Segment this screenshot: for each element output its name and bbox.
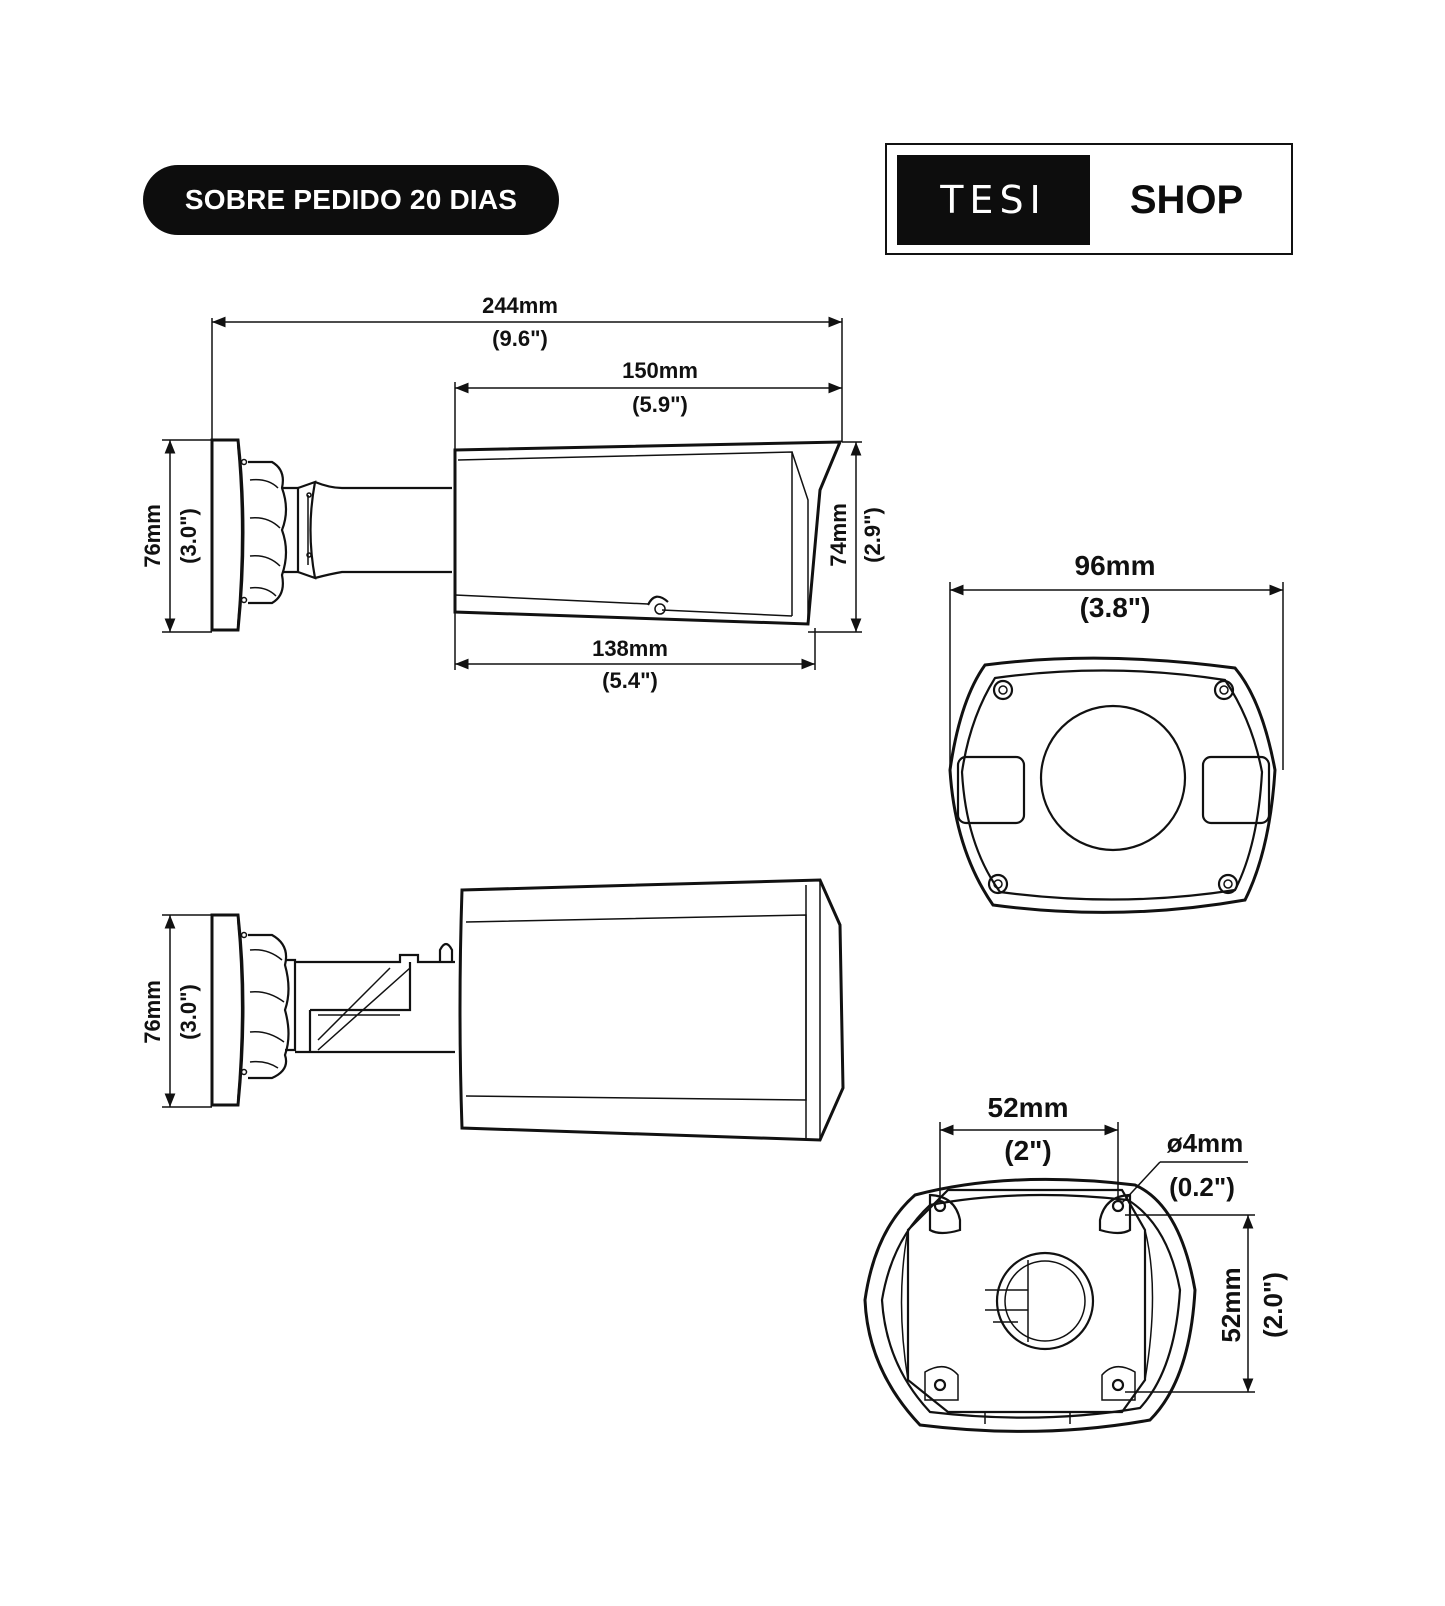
side-view-top <box>210 438 843 632</box>
logo-dark-text: TESI <box>940 178 1047 222</box>
dim-body-height: 74mm (2.9") <box>808 441 885 633</box>
logo-light-block: SHOP <box>1090 155 1283 245</box>
availability-badge: SOBRE PEDIDO 20 DIAS <box>143 165 559 235</box>
dim-mount-height-top: 76mm (3.0") <box>140 439 212 633</box>
dim-mount-height-bottom-inch: (3.0") <box>176 984 201 1040</box>
dim-bottom-length-inch: (5.4") <box>602 668 658 693</box>
dim-body-length-mm: 150mm <box>622 358 698 383</box>
dim-body-height-inch: (2.9") <box>860 507 885 563</box>
dim-base-hole: ø4mm (0.2") <box>1120 1128 1248 1205</box>
logo-light-text: SHOP <box>1129 177 1244 222</box>
dim-bottom-length: 138mm (5.4") <box>454 612 816 693</box>
dim-base-width: 52mm (2") <box>939 1092 1119 1200</box>
dim-base-hole-inch: (0.2") <box>1169 1172 1235 1202</box>
dim-front-width: 96mm (3.8") <box>949 550 1284 770</box>
side-view-bottom <box>210 878 845 1142</box>
dim-mount-height-top-mm: 76mm <box>140 504 165 568</box>
dim-bottom-length-mm: 138mm <box>592 636 668 661</box>
dim-mount-height-top-inch: (3.0") <box>176 508 201 564</box>
dim-base-height-mm: 52mm <box>1216 1267 1246 1342</box>
dim-total-length: 244mm (9.6") <box>211 293 843 442</box>
dim-mount-height-bottom-mm: 76mm <box>140 980 165 1044</box>
tesi-shop-logo: TESI SHOP <box>885 143 1293 255</box>
dim-base-height: 52mm (2.0") <box>1125 1214 1288 1393</box>
base-view <box>863 1177 1197 1433</box>
dim-front-width-inch: (3.8") <box>1080 592 1151 623</box>
dim-base-width-inch: (2") <box>1004 1135 1052 1166</box>
dim-base-height-inch: (2.0") <box>1258 1272 1288 1338</box>
dim-body-length: 150mm (5.9") <box>454 358 842 450</box>
dim-total-length-inch: (9.6") <box>492 326 548 351</box>
front-view <box>948 656 1277 914</box>
dim-base-width-mm: 52mm <box>988 1092 1069 1123</box>
availability-text: SOBRE PEDIDO 20 DIAS <box>184 184 518 215</box>
logo-dark-block: TESI <box>897 155 1090 245</box>
dim-front-width-mm: 96mm <box>1075 550 1156 581</box>
dim-total-length-mm: 244mm <box>482 293 558 318</box>
dim-mount-height-bottom: 76mm (3.0") <box>140 914 212 1108</box>
dim-body-height-mm: 74mm <box>826 503 851 567</box>
dim-base-hole-mm: ø4mm <box>1167 1128 1244 1158</box>
dim-body-length-inch: (5.9") <box>632 392 688 417</box>
